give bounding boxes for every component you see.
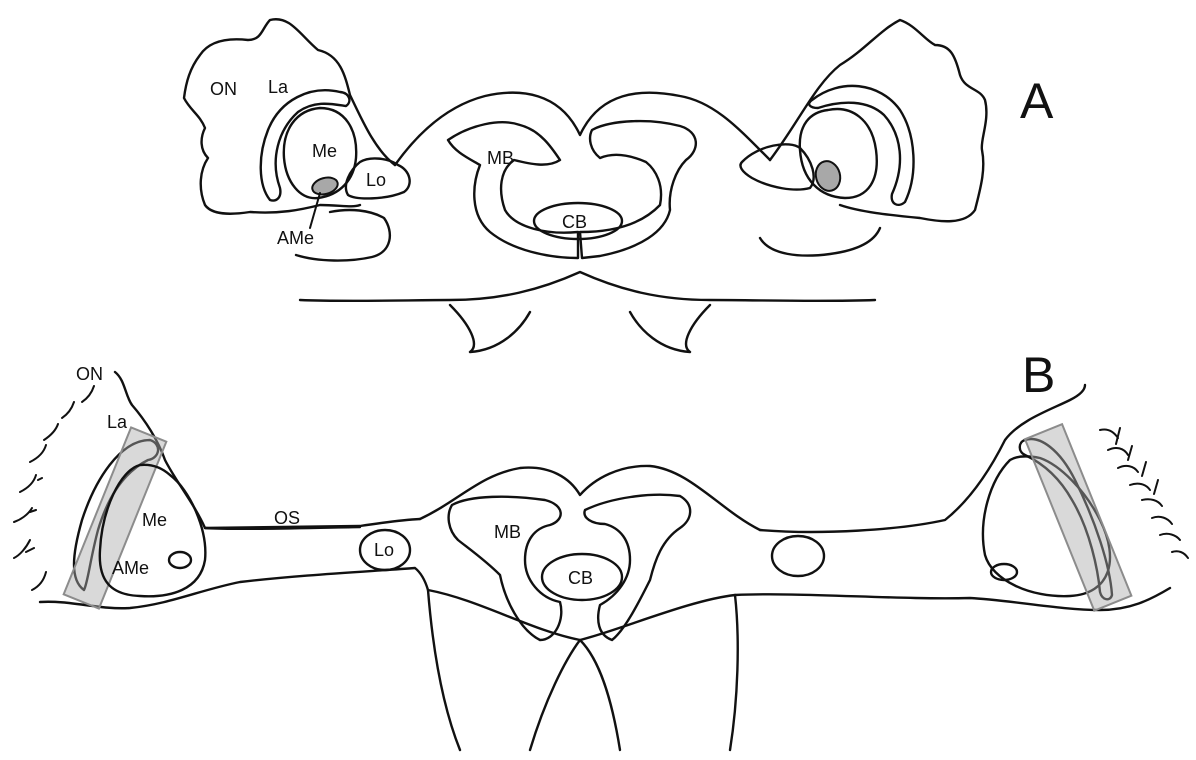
panel-b-right-highlight-band <box>1025 424 1131 611</box>
panel-a-letter: A <box>1020 73 1054 129</box>
panel-a-central-lower <box>300 272 875 301</box>
panel-b-label-ame: AMe <box>112 558 149 578</box>
panel-b-label-me: Me <box>142 510 167 530</box>
panel-a-label-lo: Lo <box>366 170 386 190</box>
panel-b-label-la: La <box>107 412 128 432</box>
panel-b-right-ommatidia <box>1100 428 1188 558</box>
panel-b-label-mb: MB <box>494 522 521 542</box>
panel-a-label-mb: MB <box>487 148 514 168</box>
panel-b <box>14 372 1188 750</box>
panel-a <box>184 19 986 352</box>
panel-a-left-lobe-outline <box>184 19 395 214</box>
panel-b-label-cb: CB <box>568 568 593 588</box>
panel-a-label-ame: AMe <box>277 228 314 248</box>
panel-a-right-lower-lobe <box>760 228 880 256</box>
panel-a-right-lobe-outline <box>770 20 986 221</box>
panel-a-central-brain <box>395 93 770 165</box>
panel-b-central-lower <box>428 590 738 750</box>
panel-b-right-lobula <box>772 536 824 576</box>
panel-a-label-cb: CB <box>562 212 587 232</box>
panel-a-label-on: ON <box>210 79 237 99</box>
panel-a-label-me: Me <box>312 141 337 161</box>
panel-a-label-la: La <box>268 77 289 97</box>
panel-b-label-on: ON <box>76 364 103 384</box>
panel-b-label-lo: Lo <box>374 540 394 560</box>
panel-b-letter: B <box>1022 347 1055 403</box>
panel-a-central-neck <box>450 305 710 352</box>
panel-b-label-os: OS <box>274 508 300 528</box>
panel-b-left-ame <box>169 552 191 568</box>
panel-b-neck <box>530 640 620 750</box>
panel-b-mushroom-body-right <box>584 495 690 640</box>
